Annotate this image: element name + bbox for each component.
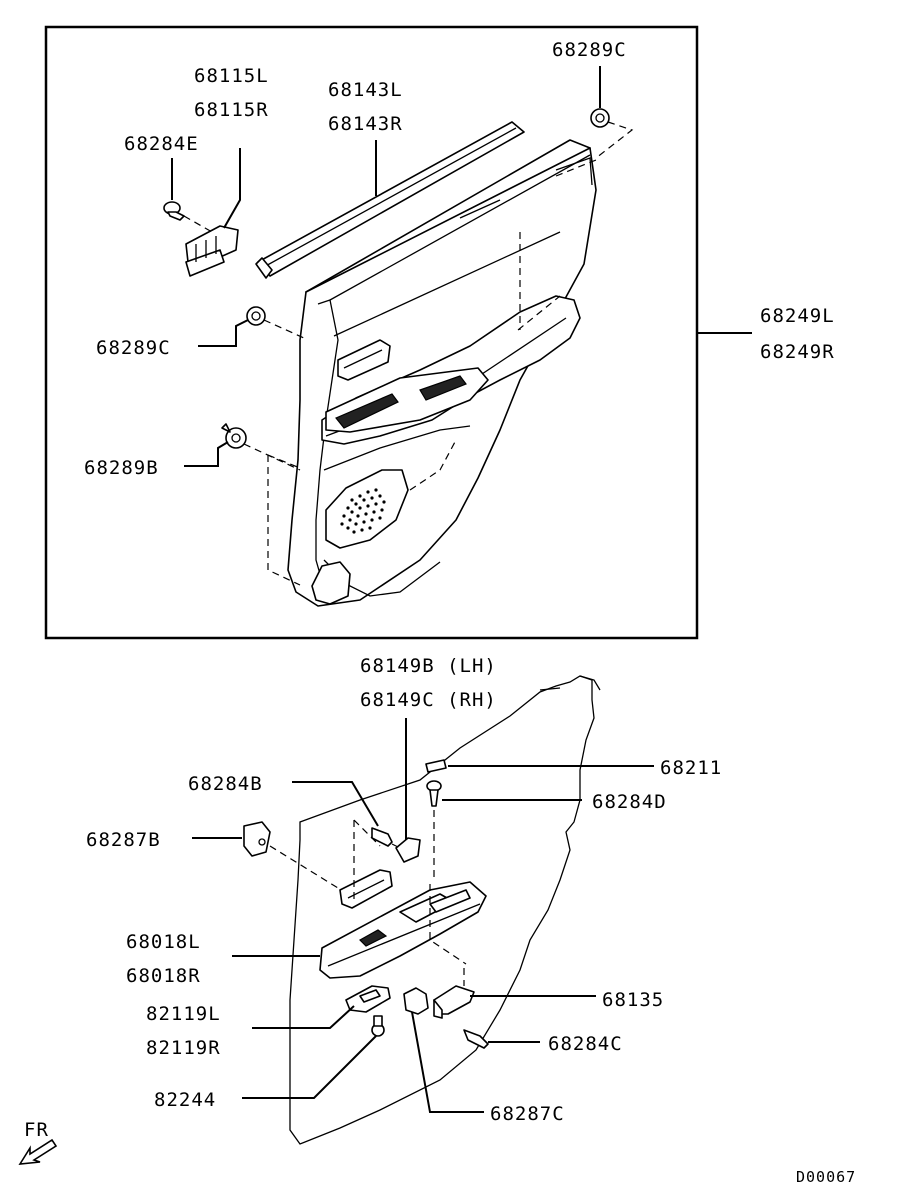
- bracket-68135: [433, 968, 475, 1019]
- clip-68149: [395, 837, 421, 863]
- label-82119l: 82119L: [146, 1003, 221, 1025]
- screw-68284d: [426, 780, 442, 880]
- screw-68284b: [371, 827, 401, 849]
- label-68211: 68211: [660, 757, 722, 779]
- label-68018r: 68018R: [126, 965, 201, 987]
- screw-68284e: [163, 201, 213, 233]
- cap-68211: [425, 759, 447, 773]
- label-68284b: 68284B: [188, 773, 263, 795]
- direction-label: FR: [24, 1119, 49, 1141]
- label-68284d: 68284D: [592, 791, 667, 813]
- label-68018l: 68018L: [126, 931, 201, 953]
- label-68284c: 68284C: [548, 1033, 623, 1055]
- clip-68289b: [221, 423, 301, 471]
- clip-68287c: [403, 987, 429, 1015]
- screw-68284c: [463, 1029, 489, 1049]
- label-68284e: 68284E: [124, 133, 199, 155]
- leader-68287c: [411, 1011, 484, 1113]
- leader-68289b: [184, 441, 229, 467]
- power-window-switch-panel: [319, 881, 487, 979]
- label-68289c-mid: 68289C: [96, 337, 171, 359]
- label-82244: 82244: [154, 1089, 216, 1111]
- label-68135: 68135: [602, 989, 664, 1011]
- front-direction-arrow-icon: [18, 1138, 58, 1165]
- door-trim-panel: [267, 139, 597, 607]
- leader-82119: [252, 1005, 355, 1029]
- clip-68289c-top: [590, 108, 634, 159]
- leader-68284b: [292, 781, 379, 827]
- lower-door-outline: [289, 675, 601, 1145]
- clip-68287b: [243, 821, 339, 889]
- diagram-code: D00067: [796, 1168, 856, 1186]
- label-82119r: 82119R: [146, 1037, 221, 1059]
- label-68289b: 68289B: [84, 457, 159, 479]
- door-weatherstrip: [255, 121, 525, 279]
- label-68287b: 68287B: [86, 829, 161, 851]
- door-handle-bezel: [339, 819, 393, 909]
- label-68143r: 68143R: [328, 113, 403, 135]
- leader-68115: [223, 148, 241, 229]
- switch-82119: [345, 985, 391, 1013]
- label-68289c-top: 68289C: [552, 39, 627, 61]
- speaker-grille: [340, 488, 386, 534]
- label-68115l: 68115L: [194, 65, 269, 87]
- clip-68289c-mid: [246, 306, 305, 339]
- label-68287c: 68287C: [490, 1103, 565, 1125]
- label-68249l: 68249L: [760, 305, 835, 327]
- label-68149b: 68149B (LH): [360, 655, 497, 677]
- leader-68289c-mid: [198, 319, 249, 347]
- label-68149c: 68149C (RH): [360, 689, 497, 711]
- inside-door-handle: [185, 225, 239, 277]
- leader-82244: [242, 1035, 377, 1099]
- screw-82244: [371, 1015, 385, 1037]
- label-68115r: 68115R: [194, 99, 269, 121]
- label-68143l: 68143L: [328, 79, 403, 101]
- label-68249r: 68249R: [760, 341, 835, 363]
